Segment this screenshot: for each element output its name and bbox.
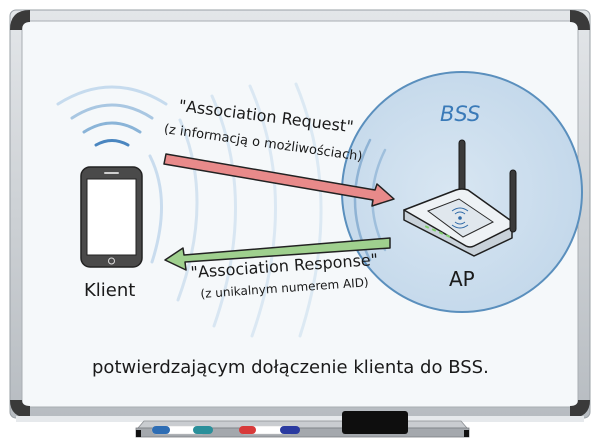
router-status-leds bbox=[424, 225, 451, 238]
association-response-arrow bbox=[164, 237, 391, 271]
marker-red[interactable] bbox=[239, 425, 300, 435]
corner-cap-top-right bbox=[570, 10, 590, 30]
corner-cap-bottom-right bbox=[570, 400, 590, 418]
wifi-wave-2 bbox=[82, 121, 142, 134]
marker-blue[interactable] bbox=[151, 425, 213, 435]
eraser[interactable] bbox=[342, 411, 408, 434]
wifi-wave-4 bbox=[56, 85, 168, 106]
bss-label: BSS bbox=[440, 102, 481, 126]
association-request-arrow bbox=[163, 153, 395, 207]
marker-tray bbox=[16, 416, 584, 438]
caption: potwierdzającym dołączenie klienta do BS… bbox=[92, 357, 489, 378]
client-arc-1 bbox=[148, 154, 164, 264]
client-arc-4 bbox=[248, 84, 277, 338]
client-arc-3 bbox=[210, 94, 237, 328]
client-arc-5 bbox=[294, 82, 323, 338]
wifi-wave-1 bbox=[94, 139, 130, 147]
corner-cap-bottom-left bbox=[10, 400, 30, 418]
client-arc-2 bbox=[176, 118, 199, 302]
wireless-router-icon bbox=[403, 139, 517, 257]
wifi-wave-3 bbox=[70, 103, 154, 120]
client-label: Klient bbox=[84, 280, 136, 301]
ap-label: AP bbox=[449, 267, 475, 291]
smartphone-icon bbox=[80, 166, 143, 268]
corner-cap-top-left bbox=[10, 10, 30, 30]
